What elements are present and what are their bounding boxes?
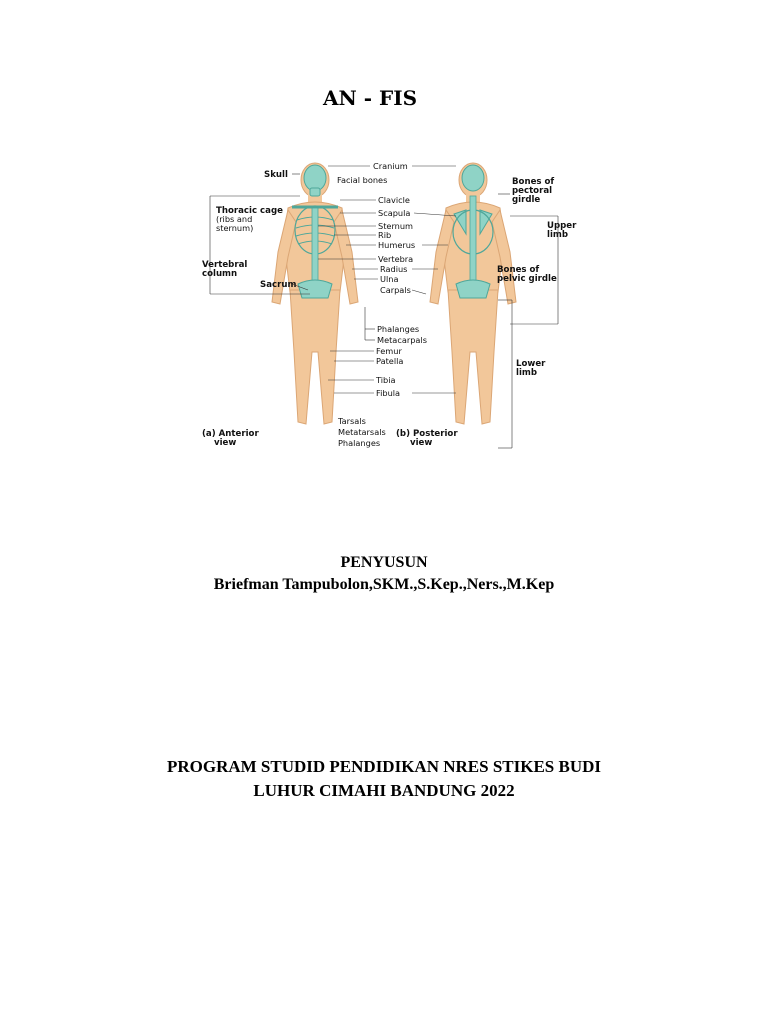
- label-phalanges-foot: Phalanges: [338, 438, 380, 448]
- label-tarsals: Tarsals: [337, 416, 366, 426]
- posterior-body: [429, 162, 517, 425]
- label-radius: Radius: [380, 264, 407, 274]
- label-rib: Rib: [378, 230, 391, 240]
- label-humerus: Humerus: [378, 240, 415, 250]
- program-line2: LUHUR CIMAHI BANDUNG 2022: [253, 781, 515, 800]
- view-captions: (a) Anterior view (b) Posterior view: [202, 429, 458, 448]
- label-thoracic-cage: Thoracic cage: [216, 206, 283, 216]
- label-tibia: Tibia: [375, 375, 396, 385]
- label-pectoral1: Bones of: [512, 177, 554, 187]
- label-cranium: Cranium: [373, 161, 408, 171]
- document-title: AN - FIS: [322, 86, 418, 110]
- caption-anterior1: (a) Anterior: [202, 429, 259, 439]
- author-block: PENYUSUN Briefman Tampubolon,SKM.,S.Kep.…: [0, 552, 768, 596]
- label-metacarpals: Metacarpals: [377, 335, 427, 345]
- caption-anterior2: view: [214, 438, 236, 448]
- label-pectoral3: girdle: [512, 195, 540, 205]
- label-lower2: limb: [516, 368, 537, 378]
- label-carpals: Carpals: [380, 285, 411, 295]
- label-skull: Skull: [264, 170, 288, 180]
- program-block: PROGRAM STUDID PENDIDIKAN NRES STIKES BU…: [0, 755, 768, 803]
- skeleton-illustration: Skull Thoracic cage (ribs and sternum) V…: [202, 161, 577, 449]
- label-patella: Patella: [376, 356, 403, 366]
- label-pectoral2: pectoral: [512, 186, 552, 196]
- label-sternum: Sternum: [378, 221, 413, 231]
- label-phalanges-hand: Phalanges: [377, 324, 419, 334]
- caption-posterior2: view: [410, 438, 432, 448]
- program-line1: PROGRAM STUDID PENDIDIKAN NRES STIKES BU…: [166, 757, 602, 776]
- label-facial-bones: Facial bones: [337, 175, 387, 185]
- center-labels: Cranium Facial bones Clavicle Scapula St…: [318, 161, 457, 448]
- label-lower1: Lower: [516, 359, 546, 369]
- left-labels: Skull Thoracic cage (ribs and sternum) V…: [202, 170, 310, 295]
- label-pelvic2: pelvic girdle: [497, 274, 557, 284]
- skeleton-figure: Skull Thoracic cage (ribs and sternum) V…: [200, 152, 588, 452]
- label-vertebra: Vertebra: [378, 254, 413, 264]
- anterior-skeleton: [292, 164, 338, 299]
- author-name: Briefman Tampubolon,SKM.,S.Kep.,Ners.,M.…: [213, 576, 555, 593]
- label-clavicle: Clavicle: [378, 195, 410, 205]
- label-thoracic-note2: sternum): [216, 223, 253, 233]
- anterior-body: [271, 162, 359, 425]
- caption-posterior1: (b) Posterior: [396, 429, 458, 439]
- label-pelvic1: Bones of: [497, 265, 539, 275]
- label-upper2: limb: [547, 230, 568, 240]
- label-ulna: Ulna: [380, 274, 398, 284]
- label-upper1: Upper: [547, 221, 577, 231]
- label-vertebral2: column: [202, 269, 237, 279]
- label-vertebral1: Vertebral: [202, 260, 247, 270]
- author-heading: PENYUSUN: [340, 554, 428, 571]
- label-sacrum: Sacrum: [260, 280, 296, 290]
- label-scapula: Scapula: [378, 208, 410, 218]
- label-fibula: Fibula: [376, 388, 400, 398]
- label-femur: Femur: [376, 346, 402, 356]
- right-labels: Bones of pectoral girdle Upper limb Bone…: [497, 177, 577, 449]
- label-metatarsals: Metatarsals: [338, 427, 386, 437]
- posterior-skeleton: [452, 164, 494, 299]
- label-thoracic-note1: (ribs and: [216, 214, 252, 224]
